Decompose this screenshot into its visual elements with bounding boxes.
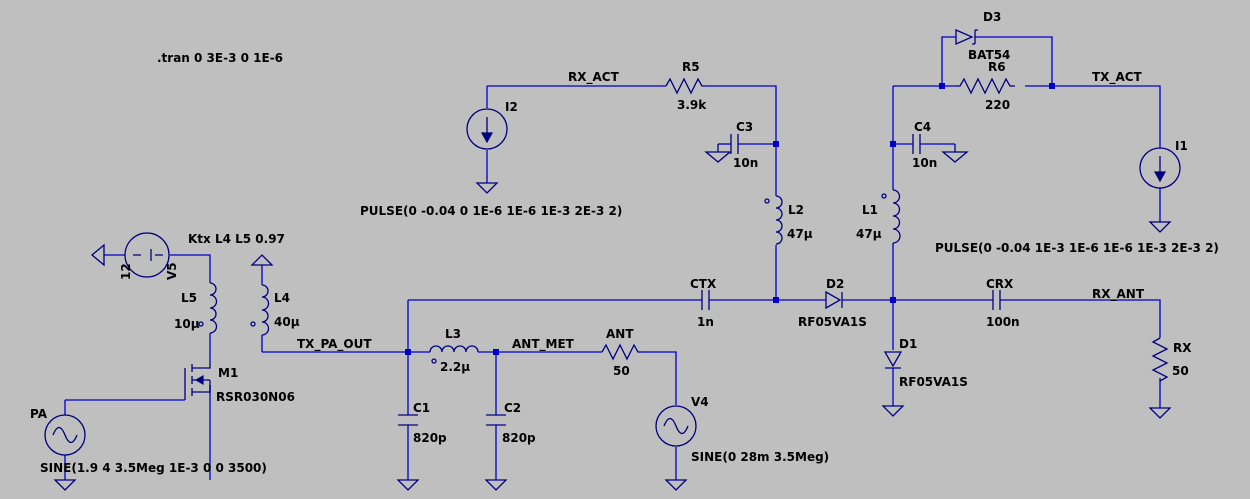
ground-c3 bbox=[704, 144, 732, 163]
i2-value: PULSE(0 -0.04 0 1E-6 1E-6 1E-3 2E-3 2) bbox=[360, 204, 622, 218]
inductor-l3[interactable] bbox=[429, 345, 479, 364]
d1-value: RF05VA1S bbox=[899, 375, 968, 389]
ground-v4 bbox=[664, 479, 688, 491]
m1-value: RSR030N06 bbox=[216, 390, 295, 404]
l2-value: 47µ bbox=[787, 227, 813, 241]
resistor-r5[interactable] bbox=[665, 77, 707, 95]
capacitor-c4[interactable] bbox=[912, 134, 921, 154]
coupling-directive[interactable]: Ktx L4 L5 0.97 bbox=[188, 232, 285, 246]
c3-name: C3 bbox=[736, 120, 753, 134]
current-source-i1[interactable] bbox=[1139, 147, 1181, 189]
r6-name: R6 bbox=[988, 60, 1006, 74]
rx-name: RX bbox=[1173, 341, 1192, 355]
capacitor-c2[interactable] bbox=[486, 414, 506, 426]
diode-d1[interactable] bbox=[883, 351, 903, 406]
c1-value: 820p bbox=[413, 431, 447, 445]
l3-value: 2.2µ bbox=[440, 360, 470, 374]
m1-name: M1 bbox=[218, 366, 238, 380]
inductor-l2[interactable] bbox=[764, 195, 783, 245]
ctx-value: 1n bbox=[697, 315, 714, 329]
ground-d1 bbox=[881, 405, 905, 417]
l5-name: L5 bbox=[181, 291, 197, 305]
r5-value: 3.9k bbox=[677, 98, 707, 112]
pa-name: PA bbox=[30, 407, 48, 421]
ground-l4 bbox=[250, 254, 274, 266]
ant-value: 50 bbox=[613, 364, 630, 378]
c4-value: 10n bbox=[912, 156, 937, 170]
c3-value: 10n bbox=[733, 156, 758, 170]
resistor-rx[interactable] bbox=[1151, 337, 1169, 382]
v4-value: SINE(0 28m 3.5Meg) bbox=[691, 450, 829, 464]
i1-value: PULSE(0 -0.04 1E-3 1E-6 1E-6 1E-3 2E-3 2… bbox=[935, 241, 1219, 255]
l5-value: 10µ bbox=[174, 317, 200, 331]
ground-c2 bbox=[484, 479, 508, 491]
inductor-l5[interactable] bbox=[198, 282, 218, 334]
crx-value: 100n bbox=[986, 315, 1020, 329]
voltage-source-pa[interactable] bbox=[44, 414, 86, 456]
net-label-ant-met: ANT_MET bbox=[512, 337, 575, 352]
d2-name: D2 bbox=[826, 277, 844, 291]
ground-rx bbox=[1148, 407, 1172, 419]
diode-d3[interactable] bbox=[955, 29, 978, 45]
l4-value: 40µ bbox=[274, 315, 300, 329]
rx-value: 50 bbox=[1172, 364, 1189, 378]
ground-pa bbox=[53, 479, 77, 491]
voltage-source-v5[interactable] bbox=[124, 232, 170, 278]
mosfet-m1[interactable] bbox=[184, 362, 211, 400]
ant-name: ANT bbox=[606, 327, 634, 341]
net-label-tx-pa-out: TX_PA_OUT bbox=[297, 337, 372, 352]
i1-name: I1 bbox=[1175, 139, 1188, 153]
c1-name: C1 bbox=[413, 401, 430, 415]
l1-value: 47µ bbox=[856, 227, 882, 241]
c4-name: C4 bbox=[914, 120, 931, 134]
wires bbox=[64, 36, 1161, 480]
r5-name: R5 bbox=[682, 60, 700, 74]
voltage-source-v4[interactable] bbox=[655, 405, 697, 447]
ground-v5 bbox=[90, 243, 105, 267]
ctx-name: CTX bbox=[690, 277, 717, 291]
ground-c1 bbox=[396, 479, 420, 491]
v4-name: V4 bbox=[691, 395, 709, 409]
diode-d2[interactable] bbox=[825, 290, 843, 310]
capacitor-c1[interactable] bbox=[398, 414, 418, 426]
c2-name: C2 bbox=[504, 401, 521, 415]
inductor-l1[interactable] bbox=[881, 189, 901, 244]
l3-name: L3 bbox=[445, 327, 461, 341]
crx-name: CRX bbox=[986, 277, 1014, 291]
l2-name: L2 bbox=[788, 203, 804, 217]
i2-name: I2 bbox=[505, 100, 518, 114]
ground-i1 bbox=[1148, 221, 1172, 233]
inductor-l4[interactable] bbox=[250, 284, 270, 336]
labels: .tran 0 3E-3 0 1E-6 RX_ACT R5 3.9k I2 PU… bbox=[30, 10, 1219, 475]
v5-value: 12 bbox=[119, 263, 133, 280]
capacitor-c3[interactable] bbox=[730, 134, 739, 154]
ground-i2 bbox=[475, 182, 499, 194]
capacitor-crx[interactable] bbox=[992, 290, 1001, 310]
l4-name: L4 bbox=[274, 291, 290, 305]
ground-c4 bbox=[941, 144, 969, 163]
c2-value: 820p bbox=[502, 431, 536, 445]
current-source-i2[interactable] bbox=[466, 108, 508, 150]
capacitor-ctx[interactable] bbox=[701, 290, 710, 310]
net-label-rx-ant: RX_ANT bbox=[1092, 287, 1145, 302]
l1-name: L1 bbox=[862, 203, 878, 217]
d3-name: D3 bbox=[983, 10, 1001, 24]
spice-directive[interactable]: .tran 0 3E-3 0 1E-6 bbox=[157, 51, 283, 65]
r6-value: 220 bbox=[985, 98, 1010, 112]
junctions bbox=[405, 83, 1055, 355]
d3-value: BAT54 bbox=[968, 48, 1010, 62]
resistor-ant[interactable] bbox=[601, 343, 642, 361]
d1-name: D1 bbox=[899, 337, 917, 351]
pa-value: SINE(1.9 4 3.5Meg 1E-3 0 0 3500) bbox=[40, 461, 267, 475]
net-label-tx-act: TX_ACT bbox=[1092, 70, 1143, 85]
resistor-r6[interactable] bbox=[955, 77, 1015, 95]
d2-value: RF05VA1S bbox=[798, 315, 867, 329]
net-label-rx-act: RX_ACT bbox=[568, 70, 620, 85]
v5-name: V5 bbox=[165, 262, 179, 280]
